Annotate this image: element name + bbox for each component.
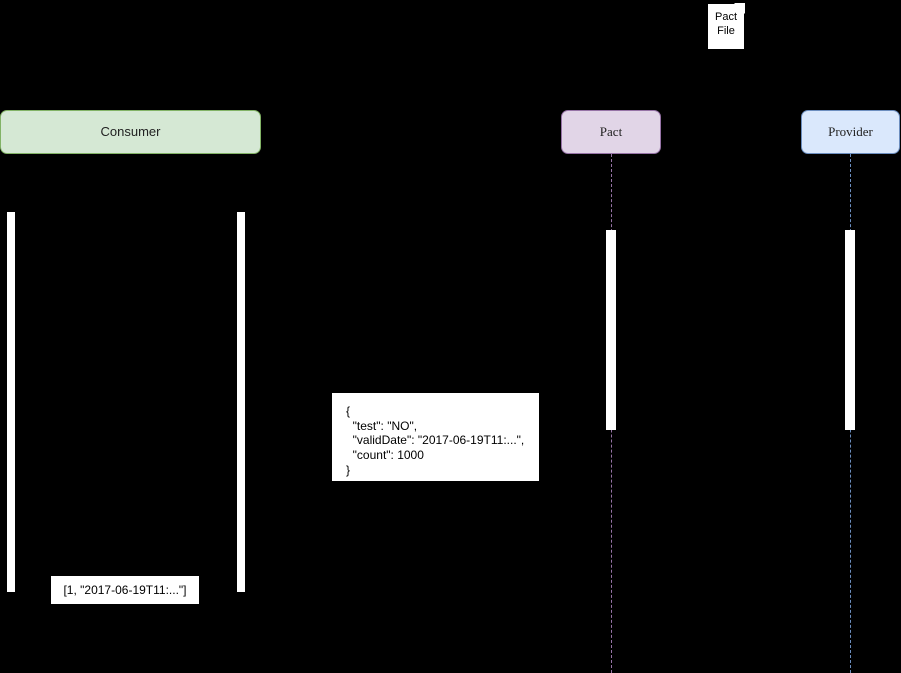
- activation-pact[interactable]: [606, 230, 616, 430]
- note-pact-file-label: Pact File: [714, 11, 737, 38]
- note-message-array[interactable]: [1, "2017-06-19T11:..."]: [50, 575, 200, 605]
- lifeline-consumer: [130, 154, 131, 673]
- note-message-array-label: [1, "2017-06-19T11:..."]: [63, 582, 187, 597]
- participant-pact[interactable]: Pact: [561, 110, 661, 154]
- activation-provider[interactable]: [845, 230, 855, 430]
- participant-provider[interactable]: Provider: [801, 110, 900, 154]
- participant-consumer-label: Consumer: [100, 123, 161, 139]
- participant-consumer[interactable]: Consumer: [0, 110, 261, 154]
- participant-pact-label: Pact: [599, 123, 623, 139]
- participant-provider-label: Provider: [828, 123, 873, 139]
- note-json-payload[interactable]: { "test": "NO", "validDate": "2017-06-19…: [331, 392, 540, 482]
- activation-consumer-right[interactable]: [237, 212, 245, 592]
- activation-consumer-left[interactable]: [7, 212, 15, 592]
- note-pact-file[interactable]: Pact File: [707, 3, 745, 50]
